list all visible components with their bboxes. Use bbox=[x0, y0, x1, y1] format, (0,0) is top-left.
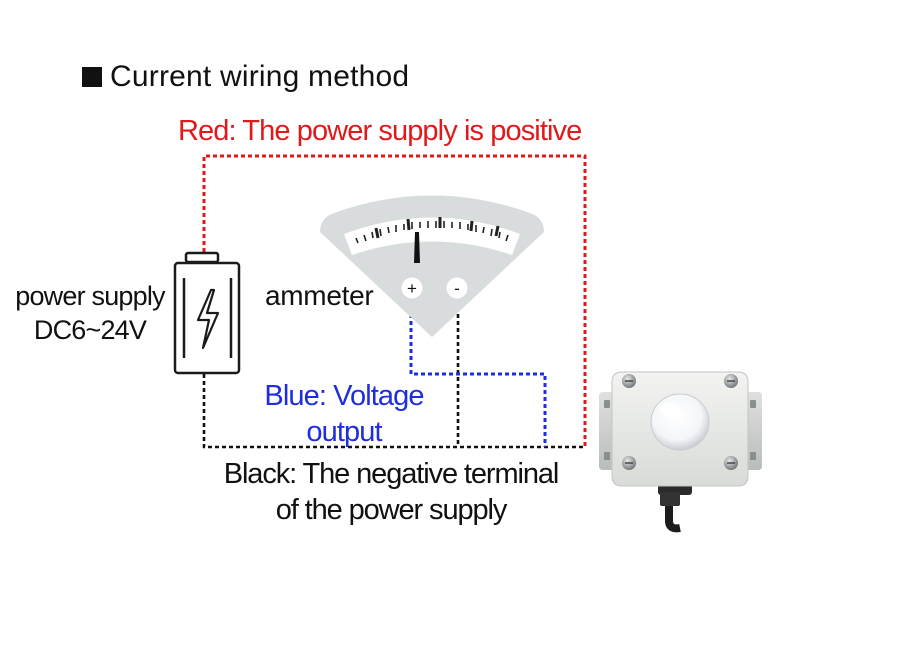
blue-wire-label-line1: Blue: Voltage bbox=[264, 380, 424, 412]
red-wire-label: Red: The power supply is positive bbox=[178, 115, 582, 147]
black-wire-label-line2: of the power supply bbox=[275, 494, 508, 526]
lightning-bolt-icon bbox=[196, 288, 220, 350]
blue-wire-label: Blue: Voltage output bbox=[244, 378, 444, 450]
power-supply-label-line1: power supply bbox=[15, 281, 165, 311]
ammeter-icon: + - bbox=[320, 195, 544, 337]
light-sensor-device bbox=[599, 371, 762, 533]
power-supply-label-line2: DC6~24V bbox=[33, 315, 147, 345]
blue-wire bbox=[409, 300, 547, 447]
ammeter-minus-terminal: - bbox=[454, 279, 460, 298]
power-supply-label: power supply DC6~24V bbox=[0, 279, 180, 347]
battery-icon bbox=[173, 251, 241, 375]
page-title: Current wiring method bbox=[82, 58, 409, 96]
blue-wire-label-line2: output bbox=[306, 416, 382, 448]
ammeter-plus-terminal: + bbox=[407, 279, 417, 298]
black-wire-label: Black: The negative terminal of the powe… bbox=[196, 456, 586, 528]
title-text: Current wiring method bbox=[110, 60, 410, 93]
title-square-bullet bbox=[82, 67, 102, 87]
ammeter-label: ammeter bbox=[265, 280, 374, 311]
black-wire-label-line1: Black: The negative terminal bbox=[223, 458, 560, 490]
